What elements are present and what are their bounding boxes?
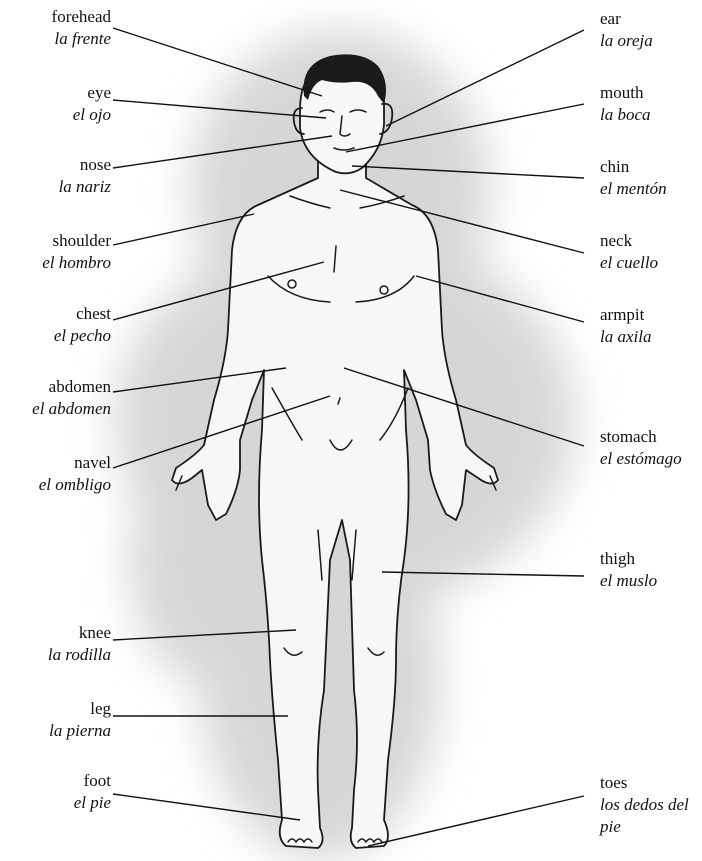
label-chin-es: el mentón [600, 178, 667, 200]
label-toes-en: toes [600, 772, 700, 794]
label-shoulder: shoulder el hombro [42, 230, 111, 274]
label-neck-es: el cuello [600, 252, 658, 274]
label-neck-en: neck [600, 230, 658, 252]
label-ear-en: ear [600, 8, 653, 30]
label-toes: toes los dedos del pie [600, 772, 700, 838]
label-eye-en: eye [73, 82, 111, 104]
label-navel: navel el ombligo [39, 452, 111, 496]
label-foot: foot el pie [74, 770, 111, 814]
label-knee: knee la rodilla [48, 622, 111, 666]
label-leg-en: leg [49, 698, 111, 720]
label-mouth-es: la boca [600, 104, 651, 126]
label-foot-es: el pie [74, 792, 111, 814]
label-toes-es: los dedos del pie [600, 794, 700, 838]
label-ear: ear la oreja [600, 8, 653, 52]
label-forehead-es: la frente [52, 28, 111, 50]
label-nose-en: nose [59, 154, 111, 176]
label-navel-es: el ombligo [39, 474, 111, 496]
label-knee-en: knee [48, 622, 111, 644]
label-shoulder-es: el hombro [42, 252, 111, 274]
label-leg: leg la pierna [49, 698, 111, 742]
label-stomach-es: el estómago [600, 448, 682, 470]
label-abdomen: abdomen el abdomen [32, 376, 111, 420]
label-navel-en: navel [39, 452, 111, 474]
label-chest-en: chest [54, 303, 111, 325]
label-armpit-en: armpit [600, 304, 651, 326]
label-chest-es: el pecho [54, 325, 111, 347]
label-armpit: armpit la axila [600, 304, 651, 348]
label-leg-es: la pierna [49, 720, 111, 742]
label-thigh-en: thigh [600, 548, 657, 570]
label-armpit-es: la axila [600, 326, 651, 348]
label-forehead-en: forehead [52, 6, 111, 28]
label-abdomen-es: el abdomen [32, 398, 111, 420]
label-nose: nose la nariz [59, 154, 111, 198]
label-mouth-en: mouth [600, 82, 651, 104]
label-abdomen-en: abdomen [32, 376, 111, 398]
label-thigh: thigh el muslo [600, 548, 657, 592]
label-knee-es: la rodilla [48, 644, 111, 666]
label-chin-en: chin [600, 156, 667, 178]
label-chest: chest el pecho [54, 303, 111, 347]
label-thigh-es: el muslo [600, 570, 657, 592]
label-eye-es: el ojo [73, 104, 111, 126]
label-shoulder-en: shoulder [42, 230, 111, 252]
label-chin: chin el mentón [600, 156, 667, 200]
label-neck: neck el cuello [600, 230, 658, 274]
label-stomach-en: stomach [600, 426, 682, 448]
label-foot-en: foot [74, 770, 111, 792]
label-ear-es: la oreja [600, 30, 653, 52]
label-mouth: mouth la boca [600, 82, 651, 126]
label-eye: eye el ojo [73, 82, 111, 126]
label-nose-es: la nariz [59, 176, 111, 198]
label-stomach: stomach el estómago [600, 426, 682, 470]
label-forehead: forehead la frente [52, 6, 111, 50]
